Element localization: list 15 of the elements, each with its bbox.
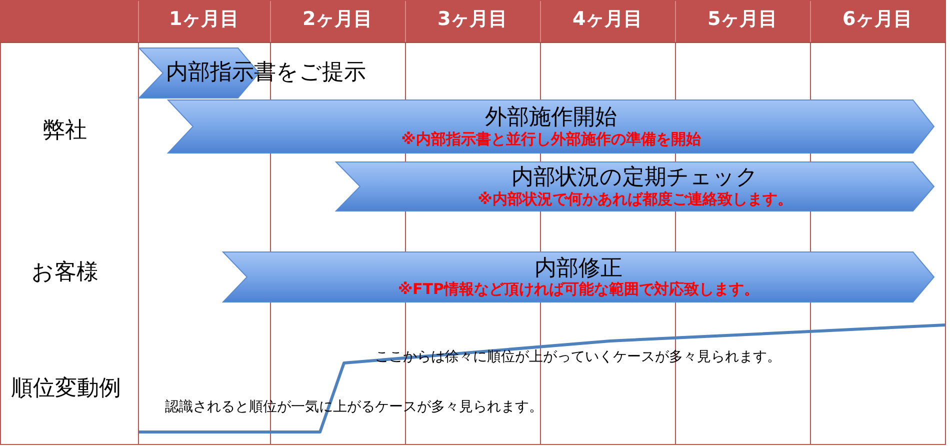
task-title: 外部施作開始 bbox=[485, 105, 617, 131]
column-header: 6ヶ月目 bbox=[842, 9, 913, 31]
column-header: 2ヶ月目 bbox=[302, 9, 373, 31]
row-header: お客様 bbox=[32, 260, 98, 285]
column-header: 3ヶ月目 bbox=[438, 9, 508, 31]
column-header: 1ヶ月目 bbox=[169, 9, 240, 31]
column-header: 5ヶ月目 bbox=[708, 9, 778, 31]
column-header: 4ヶ月目 bbox=[572, 9, 643, 31]
task-note: ※内部状況で何かあれば都度ご連絡致します。 bbox=[478, 190, 792, 208]
task-note: ※内部指示書と並行し外部施作の準備を開始 bbox=[401, 130, 701, 148]
row-header: 順位変動例 bbox=[11, 376, 121, 401]
task-note: ※FTP情報など頂ければ可能な範囲で対応致します。 bbox=[398, 281, 760, 298]
row-header: 弊社 bbox=[43, 118, 87, 143]
task-title: 内部状況の定期チェック bbox=[512, 165, 758, 191]
task-title: 内部修正 bbox=[534, 256, 622, 281]
